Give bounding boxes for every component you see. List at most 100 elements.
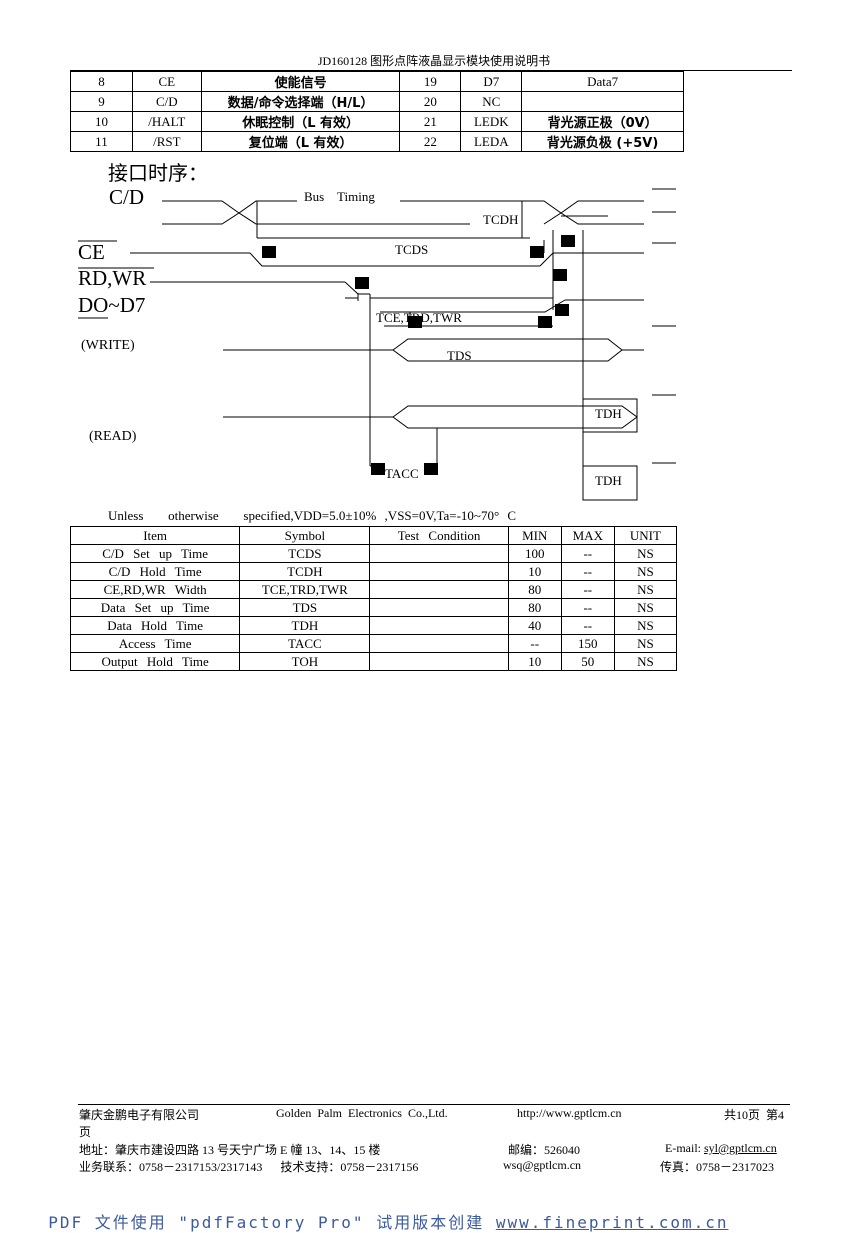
spec-table-cell: NS xyxy=(613,652,678,671)
spec-table-cell: -- xyxy=(560,580,615,599)
spec-table-cell: NS xyxy=(613,598,678,617)
pin-table-cell: 11 xyxy=(70,131,133,152)
pdf-banner-text: PDF 文件使用 "pdfFactory Pro" 试用版本创建 xyxy=(48,1213,496,1232)
footer-address: 地址：肇庆市建设四路 13 号天宁广场 E 幢 13、14、15 楼 xyxy=(79,1143,381,1157)
footer-page-suffix: 页 xyxy=(79,1125,92,1139)
spec-table-cell xyxy=(369,544,509,563)
footer-email-link[interactable]: syl@gptlcm.cn xyxy=(704,1141,777,1155)
pin-table-cell: /RST xyxy=(131,131,202,152)
tcds-label: TCDS xyxy=(395,242,429,257)
footer-page-info: 共10页 第4 xyxy=(724,1108,785,1122)
footer-sales: 业务联系：0758－2317153/2317143 技术支持：0758－2317… xyxy=(79,1160,419,1174)
signal-read-label: (READ) xyxy=(89,429,137,444)
signal-data-label: DO~D7 xyxy=(78,293,146,317)
spec-table-cell: NS xyxy=(613,580,678,599)
spec-table-header-cell: Test Condition xyxy=(369,526,509,545)
spec-table-cell: Access Time xyxy=(69,634,241,653)
footer-email-label: E-mail: xyxy=(665,1141,704,1155)
bus-timing-label: Bus Timing xyxy=(304,189,375,204)
pdf-banner-link[interactable]: www.fineprint.com.cn xyxy=(495,1213,729,1232)
spec-table-cell xyxy=(369,652,509,671)
footer-email2-link[interactable]: wsq@gptlcm.cn xyxy=(503,1158,582,1172)
spec-table-cell: TOH xyxy=(239,652,371,671)
spec-table-cell: NS xyxy=(613,634,678,653)
pin-table-cell: LEDA xyxy=(460,131,523,152)
spec-table-cell: TCDH xyxy=(239,562,371,581)
spec-table-cell: -- xyxy=(560,544,615,563)
footer-fax: 传真：0758－2317023 xyxy=(660,1160,775,1174)
spec-table-cell: 10 xyxy=(507,562,562,581)
conditions-note: Unless otherwise specified,VDD=5.0±10% ,… xyxy=(108,508,517,523)
footer-company-cn: 肇庆金鹏电子有限公司 xyxy=(79,1108,200,1122)
header-rule xyxy=(70,70,792,71)
spec-table-cell xyxy=(369,634,509,653)
spec-table-cell: TDH xyxy=(239,616,371,635)
spec-table-cell: 10 xyxy=(507,652,562,671)
pin-table-cell: 使能信号 xyxy=(200,71,401,92)
pin-table-cell: 背光源负极 (+5V) xyxy=(521,131,684,152)
spec-table-cell: 40 xyxy=(507,616,562,635)
tds-label: TDS xyxy=(447,348,472,363)
spec-table-cell: NS xyxy=(613,544,678,563)
spec-table-cell: 100 xyxy=(507,544,562,563)
spec-table-cell xyxy=(369,616,509,635)
tacc-label: TACC xyxy=(385,466,419,481)
spec-table-cell: CE,RD,WR Width xyxy=(69,580,241,599)
spec-table-cell: -- xyxy=(560,616,615,635)
spec-table-cell: 50 xyxy=(560,652,615,671)
signal-rdwr-label: RD,WR xyxy=(78,266,147,290)
tdh-label-read: TDH xyxy=(595,473,622,488)
spec-table-header-cell: Item xyxy=(69,526,241,545)
spec-table-cell: -- xyxy=(560,562,615,581)
spec-table-cell: -- xyxy=(560,598,615,617)
spec-table-cell: TACC xyxy=(239,634,371,653)
signal-cd-label: C/D xyxy=(109,185,145,209)
spec-table-cell: NS xyxy=(613,562,678,581)
spec-table-cell: C/D Hold Time xyxy=(69,562,241,581)
spec-table-cell: -- xyxy=(507,634,562,653)
spec-table-header-cell: MIN xyxy=(507,526,562,545)
document-title: JD160128 图形点阵液晶显示模块使用说明书 xyxy=(317,54,551,68)
footer-company-en: Golden Palm Electronics Co.,Ltd. xyxy=(276,1106,448,1120)
pin-table-cell: 复位端（L 有效） xyxy=(200,131,401,152)
spec-table-header-cell: UNIT xyxy=(613,526,678,545)
spec-table-cell: Data Hold Time xyxy=(69,616,241,635)
spec-table-cell: TCDS xyxy=(239,544,371,563)
spec-table-cell: C/D Set up Time xyxy=(69,544,241,563)
spec-table-header-cell: MAX xyxy=(560,526,615,545)
spec-table-cell: TDS xyxy=(239,598,371,617)
spec-table-cell: 150 xyxy=(560,634,615,653)
signal-write-label: (WRITE) xyxy=(81,338,135,353)
spec-table-header-cell: Symbol xyxy=(239,526,371,545)
spec-table-cell xyxy=(369,580,509,599)
spec-table-cell: Data Set up Time xyxy=(69,598,241,617)
tcdh-label: TCDH xyxy=(483,212,519,227)
footer-email: E-mail: syl@gptlcm.cn xyxy=(665,1141,777,1156)
spec-table-cell: NS xyxy=(613,616,678,635)
spec-table-cell: 80 xyxy=(507,598,562,617)
timing-diagram xyxy=(78,188,676,501)
footer-postcode: 邮编：526040 xyxy=(508,1143,581,1157)
spec-table-cell: TCE,TRD,TWR xyxy=(239,580,371,599)
section-title: 接口时序： xyxy=(108,161,208,185)
footer-website-link[interactable]: http://www.gptlcm.cn xyxy=(517,1106,622,1120)
footer-rule xyxy=(78,1104,790,1105)
pin-table-cell: 数据/命令选择端（H/L） xyxy=(200,91,401,112)
spec-table-cell xyxy=(369,562,509,581)
